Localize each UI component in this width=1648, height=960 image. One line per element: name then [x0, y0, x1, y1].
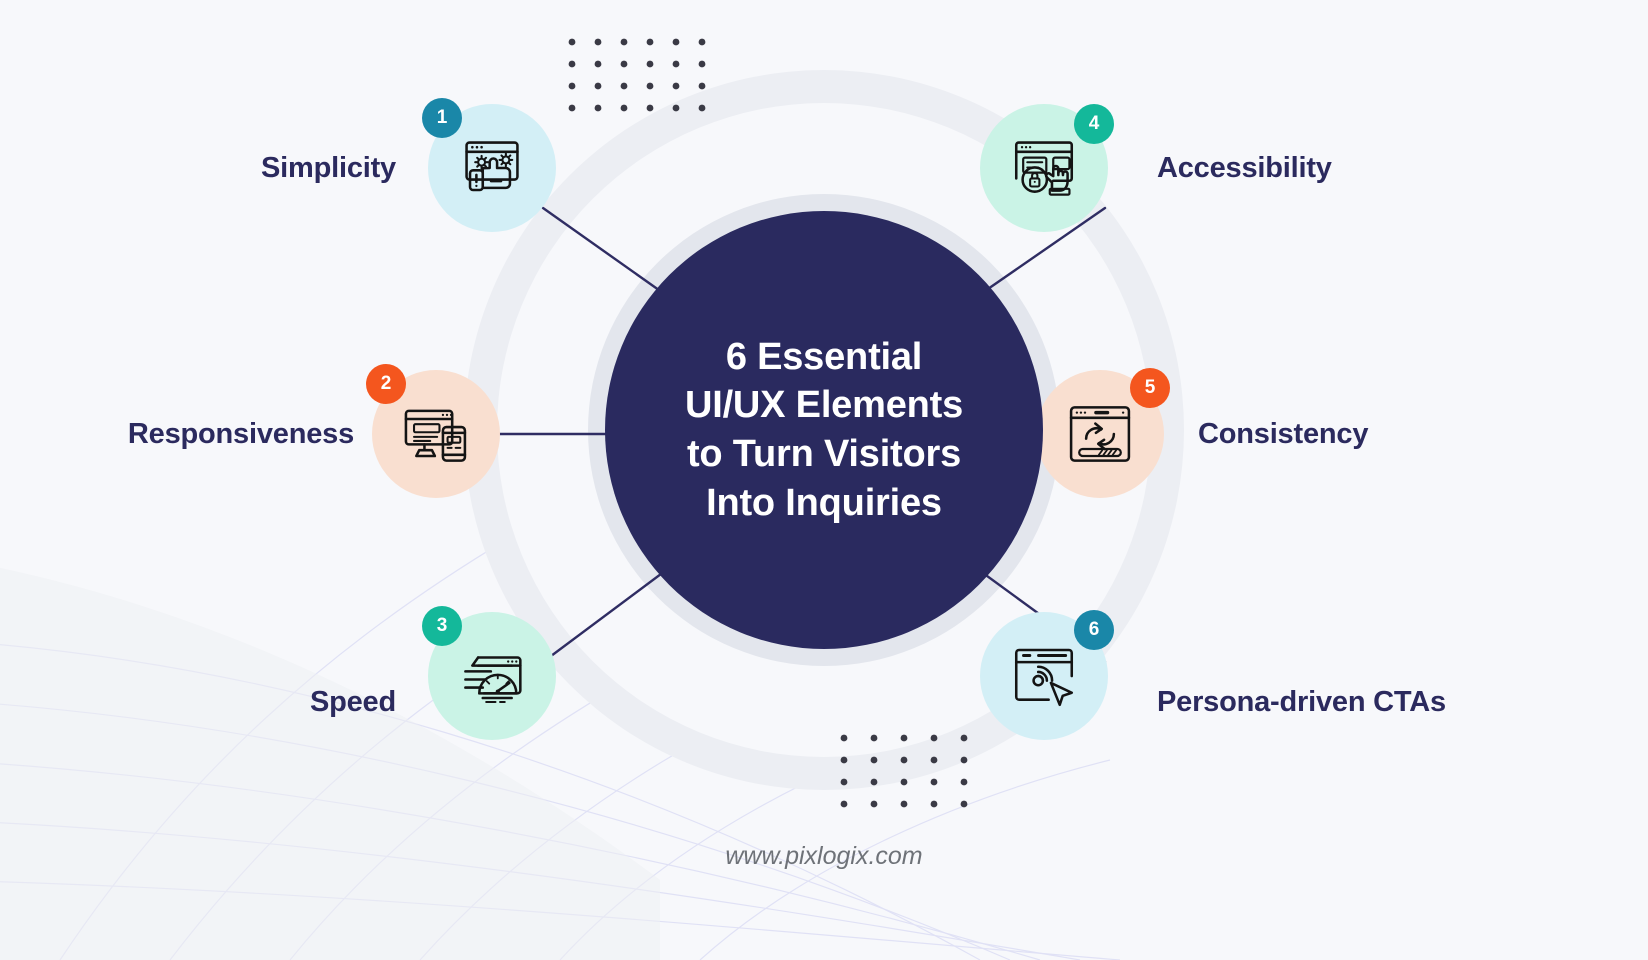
label-consistency: Consistency: [1198, 418, 1369, 450]
badge-5: 5: [1130, 368, 1170, 408]
badge-4: 4: [1074, 104, 1114, 144]
browser-thumbs-up-icon: [465, 141, 519, 192]
label-accessibility: Accessibility: [1157, 152, 1332, 184]
speedometer-browser-icon: [464, 656, 522, 704]
page-title: 6 Essential UI/UX Elements to Turn Visit…: [684, 335, 964, 524]
browser-click-target-icon: [1014, 648, 1074, 707]
node-responsiveness[interactable]: [372, 370, 500, 498]
label-simplicity: Simplicity: [261, 152, 396, 184]
badge-6: 6: [1074, 610, 1114, 650]
badge-3: 3: [422, 606, 462, 646]
badge-2: 2: [366, 364, 406, 404]
browser-lock-hand-icon: [1014, 141, 1074, 196]
browser-sync-arrows-icon: [1069, 406, 1131, 462]
label-persona-driven-ctas: Persona-driven CTAs: [1157, 686, 1446, 718]
label-speed: Speed: [309, 686, 396, 718]
badge-1: 1: [422, 98, 462, 138]
dot-grid-bottom: [840, 734, 968, 808]
watermark: www.pixlogix.com: [725, 842, 923, 870]
center-hub: 6 Essential UI/UX Elements to Turn Visit…: [605, 211, 1043, 649]
dot-grid-top: [568, 38, 706, 112]
label-responsiveness: Responsiveness: [127, 418, 354, 450]
desktop-mobile-icon: [404, 409, 467, 462]
